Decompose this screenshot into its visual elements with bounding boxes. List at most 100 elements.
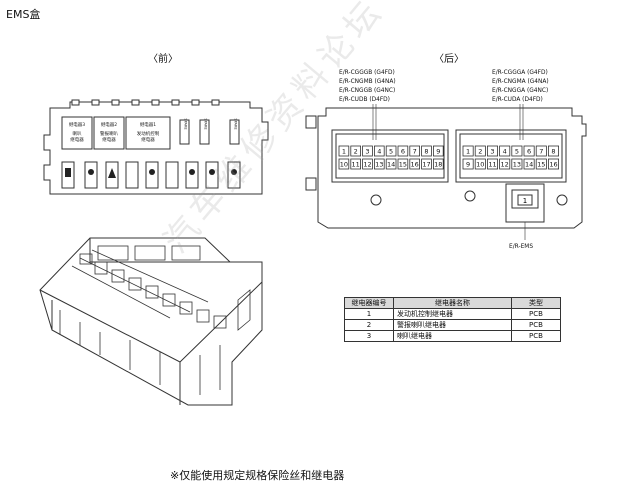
left-conn-pin-14 <box>385 158 397 170</box>
relay1-label-3: 继电器 <box>141 136 155 143</box>
rear-panel <box>305 104 587 240</box>
left-conn-pin-label-11: 11 <box>352 161 360 169</box>
right-conn-pin-label-4: 4 <box>503 148 507 156</box>
left-conn-pin-label-16: 16 <box>411 161 419 169</box>
relay1-label-2: 发动机控制 <box>137 130 160 137</box>
right-conn-label-2: E/R-CNGMA (G4NA) <box>492 77 549 85</box>
right-conn-pin-8 <box>548 145 560 157</box>
right-conn-pin-14 <box>523 158 535 170</box>
right-conn-pin-1 <box>462 145 474 157</box>
left-conn-pin-label-1: 1 <box>342 148 346 156</box>
right-conn-label-3: E/R-CNGGA (G4NC) <box>492 86 549 94</box>
right-conn-pin-label-1: 1 <box>466 148 470 156</box>
left-conn-pin-label-15: 15 <box>399 161 407 169</box>
left-conn-pin-label-12: 12 <box>363 161 371 169</box>
right-conn-pin-4 <box>499 145 511 157</box>
right-conn-pin-label-2: 2 <box>478 148 482 156</box>
ems-box-isometric <box>39 237 263 406</box>
relay-name: 喇叭继电器 <box>393 330 512 342</box>
left-conn-label-4: E/R-CUDB (D4FD) <box>339 95 390 103</box>
left-conn-pin-13 <box>373 158 385 170</box>
left-conn-pin-16 <box>409 158 420 170</box>
front-panel <box>43 99 269 195</box>
right-conn-pin-9 <box>462 158 474 170</box>
left-conn-pin-label-10: 10 <box>340 161 348 169</box>
right-conn-pin-label-11: 11 <box>488 161 496 169</box>
left-conn-pin-2 <box>350 145 361 157</box>
header-relay-no: 继电器编号 <box>344 297 394 309</box>
relay3-label-1: 继电器3 <box>69 121 85 128</box>
header-relay-type: 类型 <box>511 297 561 309</box>
left-conn-label-2: E/R-CNGMB (G4NA) <box>339 77 396 85</box>
left-conn-pin-4 <box>373 145 385 157</box>
right-conn-pin-2 <box>474 145 486 157</box>
right-conn-pin-15 <box>535 158 547 170</box>
right-conn-pin-label-14: 14 <box>525 161 533 169</box>
right-conn-pin-12 <box>499 158 511 170</box>
left-conn-pin-3 <box>362 145 373 157</box>
header-relay-name: 继电器名称 <box>393 297 512 309</box>
spare-slot-2: SPARE <box>204 118 208 129</box>
relay3-label-3: 继电器 <box>70 136 84 143</box>
right-conn-pin-label-12: 12 <box>501 161 509 169</box>
right-conn-pin-11 <box>486 158 498 170</box>
left-conn-pin-label-5: 5 <box>389 148 393 156</box>
left-conn-pin-label-6: 6 <box>401 148 405 156</box>
relay3-label-2: 喇叭 <box>73 130 82 137</box>
ems-connector-label: E/R-EMS <box>509 242 534 250</box>
right-conn-pin-label-9: 9 <box>466 161 470 169</box>
table-row: 1 发动机控制继电器 PCB <box>344 308 561 320</box>
right-conn-pin-5 <box>511 145 523 157</box>
relay-type: PCB <box>511 319 561 331</box>
relay-type: PCB <box>511 330 561 342</box>
right-connector-labels: E/R-CGGGA (G4FD) E/R-CNGMA (G4NA) E/R-CN… <box>492 68 549 104</box>
left-conn-pin-label-4: 4 <box>377 148 381 156</box>
right-conn-pin-3 <box>486 145 498 157</box>
footnote: ※仅能使用规定规格保险丝和继电器 <box>170 469 345 482</box>
left-conn-pin-18 <box>432 158 444 170</box>
ems-pin-label: 1 <box>523 197 527 205</box>
relay-no: 2 <box>344 319 394 331</box>
left-conn-pin-label-3: 3 <box>365 148 369 156</box>
relay-no: 3 <box>344 330 394 342</box>
relay-table: 继电器编号 继电器名称 类型 1 发动机控制继电器 PCB 2 警报喇叭继电器 … <box>344 297 561 342</box>
right-conn-pin-label-15: 15 <box>537 161 545 169</box>
front-view-label: 〈前〉 <box>148 54 178 65</box>
left-conn-pin-label-13: 13 <box>375 161 383 169</box>
left-conn-pin-label-2: 2 <box>354 148 358 156</box>
left-conn-pin-11 <box>350 158 361 170</box>
left-conn-pin-label-9: 9 <box>436 148 440 156</box>
left-conn-pin-label-7: 7 <box>413 148 417 156</box>
left-conn-pin-1 <box>338 145 350 157</box>
right-conn-pin-6 <box>523 145 535 157</box>
relay-table-header: 继电器编号 继电器名称 类型 <box>344 297 561 309</box>
right-conn-pin-label-6: 6 <box>527 148 531 156</box>
relay-no: 1 <box>344 308 394 320</box>
right-conn-pin-label-7: 7 <box>539 148 543 156</box>
left-conn-pin-7 <box>409 145 420 157</box>
right-conn-pin-16 <box>548 158 560 170</box>
left-conn-pin-6 <box>397 145 409 157</box>
left-conn-label-1: E/R-CGGGB (G4FD) <box>339 68 395 76</box>
left-conn-pin-label-17: 17 <box>422 161 430 169</box>
right-conn-pin-7 <box>535 145 547 157</box>
relay2-label-1: 继电器2 <box>101 121 117 128</box>
page-title: EMS盒 <box>6 8 41 21</box>
relay-name: 警报喇叭继电器 <box>393 319 512 331</box>
left-conn-pin-17 <box>421 158 432 170</box>
right-conn-pin-label-16: 16 <box>549 161 557 169</box>
right-conn-pin-10 <box>474 158 486 170</box>
left-conn-pin-8 <box>421 145 432 157</box>
left-conn-pin-label-18: 18 <box>434 161 442 169</box>
left-conn-pin-label-14: 14 <box>387 161 395 169</box>
left-conn-label-3: E/R-CNGGB (G4NC) <box>339 86 396 94</box>
left-conn-pin-9 <box>432 145 444 157</box>
right-conn-pin-label-10: 10 <box>476 161 484 169</box>
right-conn-pin-label-5: 5 <box>515 148 519 156</box>
left-conn-pin-label-8: 8 <box>424 148 428 156</box>
left-conn-pin-12 <box>362 158 373 170</box>
spare-slot-3: SPARE <box>234 118 238 129</box>
relay2-label-3: 继电器 <box>102 136 116 143</box>
left-conn-pin-15 <box>397 158 409 170</box>
